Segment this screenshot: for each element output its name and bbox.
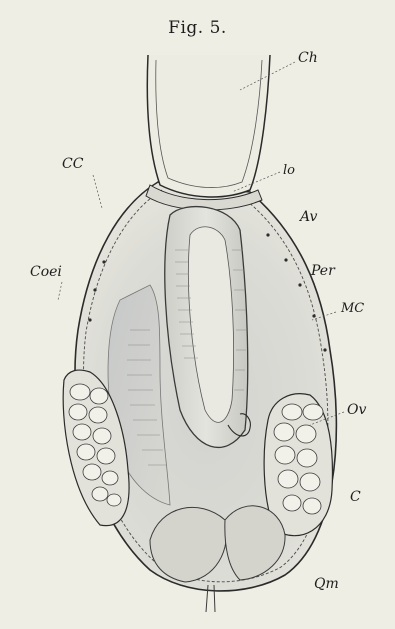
- label-ov: Ov: [347, 402, 366, 418]
- label-qm: Qm: [314, 576, 339, 592]
- label-ch: Ch: [298, 50, 318, 66]
- label-mc: MC: [341, 301, 364, 316]
- label-cc: CC: [62, 156, 83, 172]
- label-per: Per: [311, 263, 335, 279]
- figure-title: Fig. 5.: [0, 18, 395, 38]
- label-coei: Coei: [30, 264, 62, 280]
- label-lo: lo: [283, 163, 295, 178]
- neck-tube: [147, 55, 270, 197]
- label-c: C: [350, 489, 361, 505]
- label-av: Av: [300, 209, 317, 225]
